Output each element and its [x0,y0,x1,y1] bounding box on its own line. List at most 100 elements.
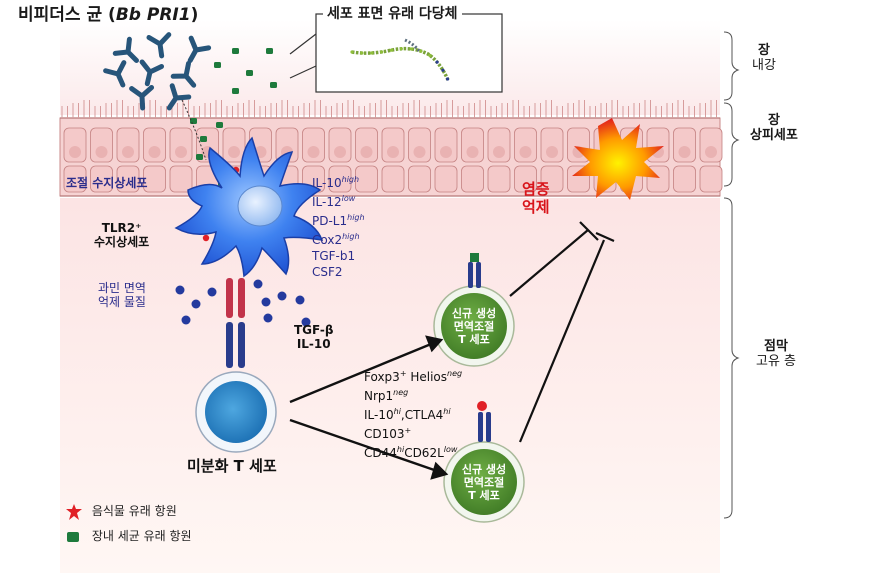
bracket-lumen [723,31,740,101]
inset-pointer [289,65,317,79]
polysaccharide-unit [419,49,423,53]
treg-marker-line: CD103+ [364,426,412,441]
polysaccharide-unit [360,51,364,55]
suppressor-molecule [261,297,271,307]
lamina-propria-background [60,198,720,573]
legend-item-food-antigen: 음식물 유래 항원 [66,504,177,520]
epithelial-nucleus [148,146,161,158]
polysaccharide-unit [428,53,432,57]
epithelial-nucleus [705,146,717,158]
inset-label: 세포 표면 유래 다당체 [323,6,462,23]
differentiation-arrows [289,335,449,480]
suppressor-molecule [181,315,191,325]
epithelial-nucleus [387,146,399,158]
treg-cell-lower-graphic [443,412,525,523]
bacterial-antigen [200,136,207,142]
epithelial-nucleus [440,146,452,158]
epithelial-nucleus [546,146,558,158]
bacterial-antigen [246,70,253,76]
bacterium [187,35,212,63]
bacterial-antigen [232,48,239,54]
treg-marker-line: Foxp3+ Heliosneg [364,369,463,384]
cytokine-item: TGF-b1 [312,249,356,263]
legend-item-bacterial-antigen: 장내 세균 유래 항원 [66,529,192,544]
suppressor-molecule [207,287,217,297]
cytokine-item: IL-12low [312,194,356,209]
epithelial-cell [673,165,696,193]
epithelial-nucleus [360,146,373,158]
suppressor-molecule [277,291,287,301]
suppressor-molecule [263,313,273,323]
bracket-lamina-propria [723,197,740,519]
treg-marker-line: Nrp1neg [364,388,409,403]
bifidobacteria [103,32,212,111]
polysaccharide-unit [370,51,374,55]
bacterium [129,84,155,111]
bracket-epithelium [723,102,740,187]
suppressor-molecule [295,295,305,305]
cytokine-item: IL-10high [312,175,360,190]
epithelial-cell [90,165,113,193]
epithelial-nucleus [228,146,240,158]
epithelial-nucleus [175,146,187,158]
cytokine-item: CSF2 [312,265,343,279]
naive-t-cell-label: 미분화 T 세포 [187,457,277,475]
epithelial-cell [487,165,511,193]
epithelial-cell [461,165,484,193]
bacterial-antigen [216,122,223,128]
epithelial-cell [408,165,431,193]
polysaccharide-unit [435,60,439,64]
epithelial-cell [143,165,166,193]
polysaccharide-unit [350,50,354,54]
cytokine-item: PD-L1high [312,213,365,228]
mhc-tcr-complex [226,278,245,368]
tlr2-dc-label: TLR2⁺수지상세포 [94,221,150,249]
epithelial-cell [169,165,193,193]
polysaccharide-unit [380,50,384,54]
epithelial-nucleus [334,146,346,158]
epithelial-cell [514,165,537,193]
naive-t-cell-graphic [195,371,277,453]
inhibition-lines [509,221,615,443]
inflammation-burst [572,118,664,200]
polysaccharide-unit [445,77,450,81]
epithelial-nucleus [466,146,479,158]
epithelial-cell [434,165,458,193]
epithelial-nucleus [95,146,108,158]
epithelial-cell [355,165,378,193]
treg-cell-upper-graphic [433,253,515,367]
polysaccharide-unit [389,48,394,52]
bacterium [103,60,127,88]
treg-marker-line: CD44hiCD62Llow [364,445,458,460]
polysaccharide-unit [399,47,403,51]
bacterium [112,36,139,63]
bacterial-antigen [232,88,239,94]
inset-pointer [289,33,317,55]
treg-marker-line: IL-10hi,CTLA4hi [364,407,451,422]
suppressor-molecule [191,299,201,309]
cytokine-item: Cox2high [312,232,360,247]
bacterial-antigen [214,62,221,68]
suppressor-molecule [175,285,185,295]
epithelial-cell [116,165,140,193]
page-title: 비피더스 균 (Bb PRI1) [18,5,199,25]
epithelial-nucleus [122,146,134,158]
bacterial-antigen [270,82,277,88]
epithelial-cell [328,165,352,193]
polysaccharide-unit [441,68,445,72]
epithelial-nucleus [307,146,320,158]
bacterium [170,60,197,88]
polysaccharide-unit [409,47,413,51]
epithelial-nucleus [413,146,426,158]
bacterium [146,32,172,59]
epithelial-cell [63,165,87,193]
